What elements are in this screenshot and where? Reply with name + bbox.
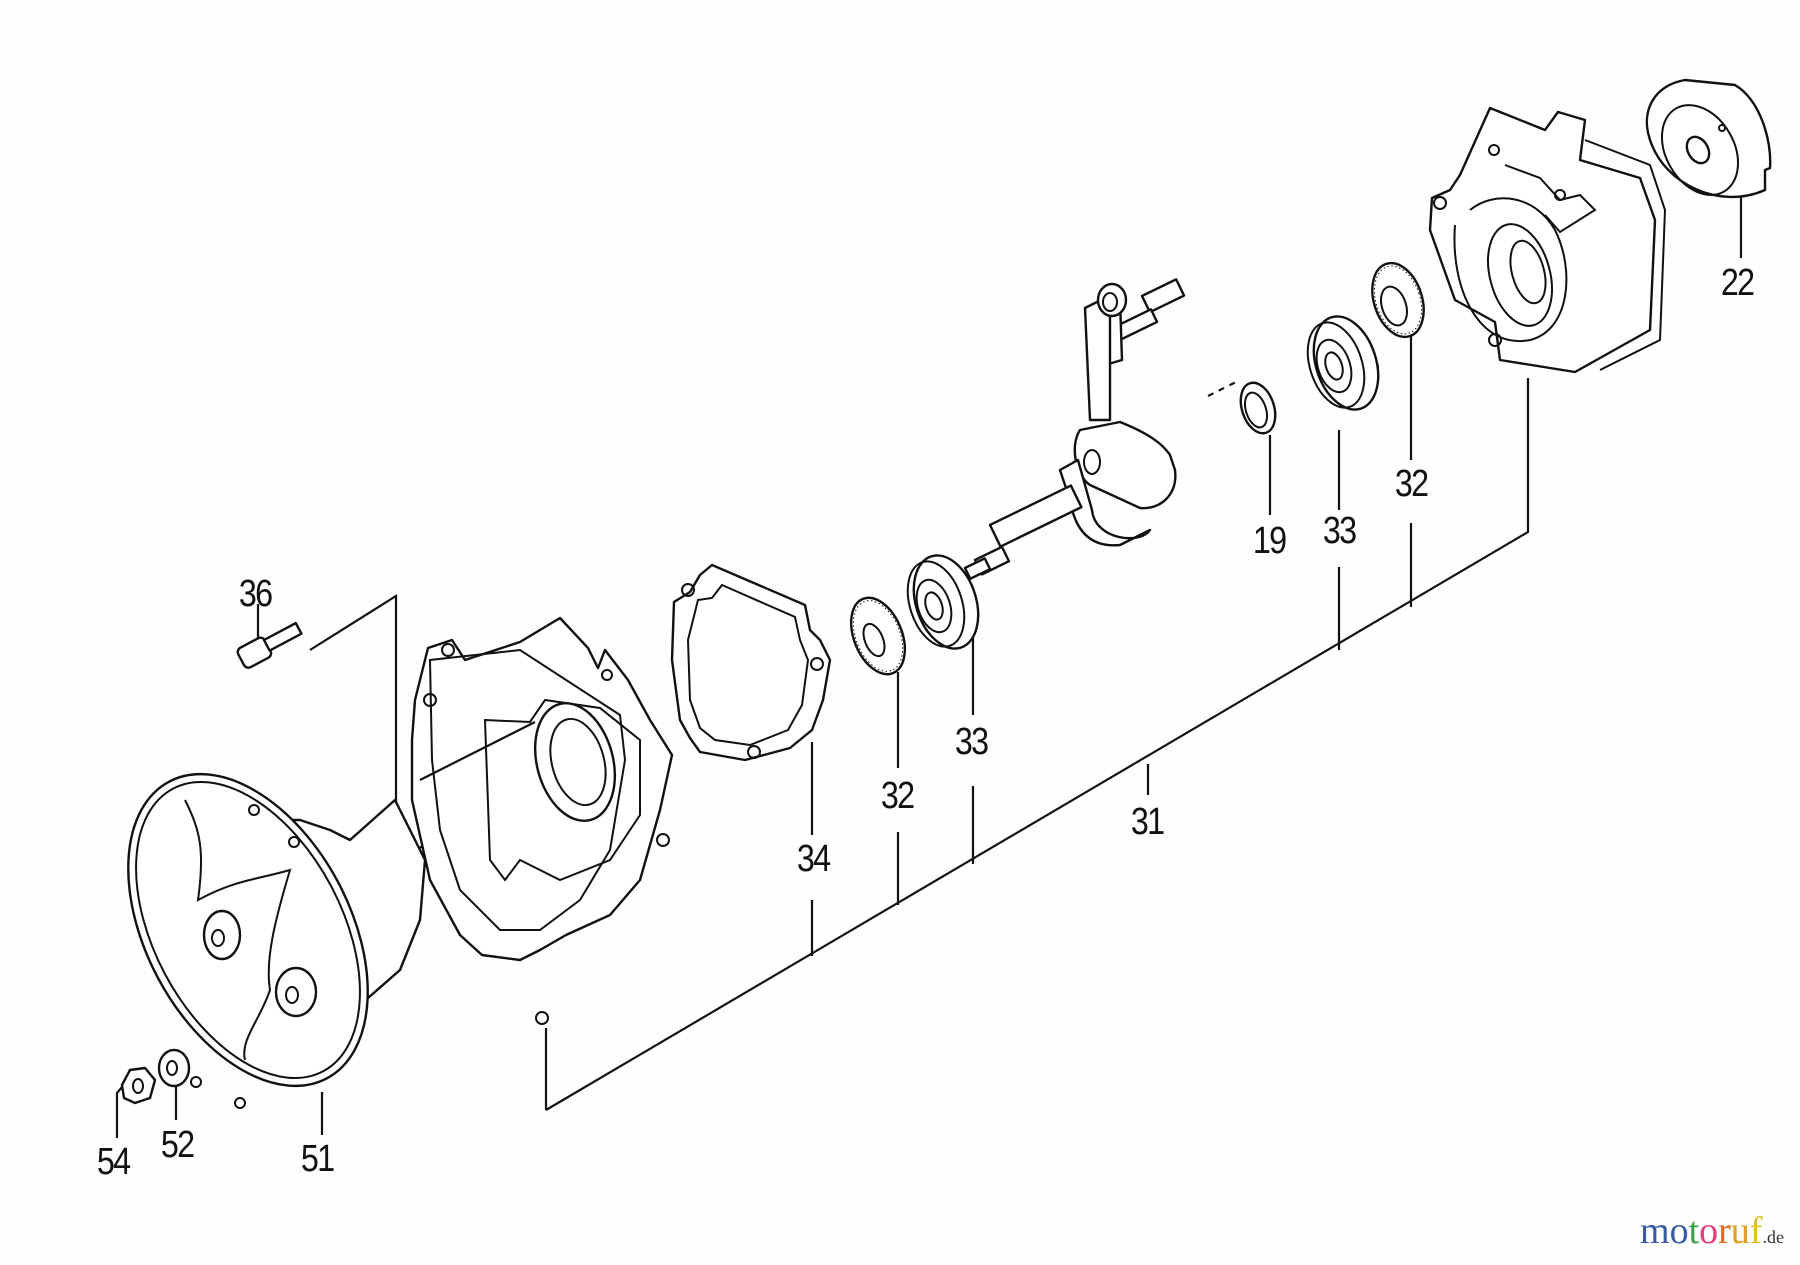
wm-letter: o [1699, 1210, 1719, 1252]
part-22-drive-disc [1645, 78, 1772, 199]
wm-letter: f [1749, 1210, 1763, 1252]
wm-suffix: .de [1762, 1227, 1784, 1247]
callout-19: 19 [1252, 520, 1287, 562]
callout-22: 22 [1720, 262, 1755, 304]
callout-32-right: 32 [1394, 463, 1429, 505]
part-crankshaft [963, 278, 1186, 580]
part-crankcase-left [410, 616, 674, 1025]
watermark-logo: motoruf.de [1640, 1212, 1784, 1250]
part-34-gasket [670, 563, 832, 762]
wm-letter: m [1640, 1210, 1670, 1252]
wm-letter: t [1688, 1210, 1700, 1252]
callout-51: 51 [300, 1138, 335, 1180]
part-52-washer [157, 1048, 191, 1088]
callout-33-left: 33 [954, 721, 989, 763]
callout-33-right: 33 [1322, 510, 1357, 552]
part-33-bearing-left [906, 554, 980, 650]
callout-54: 54 [96, 1141, 131, 1183]
part-33-bearing-right [1306, 315, 1380, 411]
part-36-screw [236, 621, 303, 669]
part-32-oil-seal-right [1371, 261, 1425, 339]
wm-letter: u [1730, 1210, 1750, 1252]
part-19-washer [1239, 381, 1277, 435]
callout-32-left: 32 [880, 775, 915, 817]
callout-36: 36 [238, 573, 273, 615]
part-crankcase-right [1365, 106, 1667, 374]
callout-31: 31 [1130, 801, 1165, 843]
callout-34: 34 [796, 838, 831, 880]
part-54-nut [120, 1066, 157, 1105]
wm-letter: o [1669, 1210, 1689, 1252]
part-32-oil-seal-left [849, 596, 907, 676]
part-51-flywheel [127, 772, 427, 1109]
wm-letter: r [1718, 1210, 1731, 1252]
callout-52: 52 [160, 1124, 195, 1166]
